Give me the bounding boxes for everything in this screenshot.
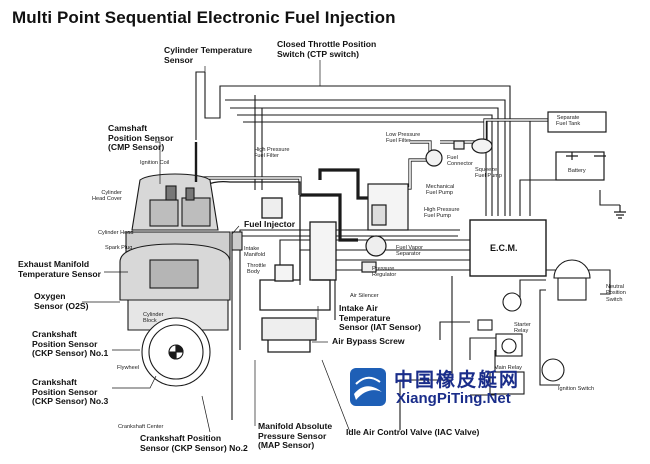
ignition-switch-label: Ignition Switch (558, 386, 595, 392)
starter-relay-label: Starter Relay (514, 322, 531, 335)
fuel-vapor-separator-label: Fuel Vapor Separator (396, 245, 423, 258)
fuel-injector-label: Fuel Injector (244, 219, 296, 229)
ckp-sensor-no1-label: Crankshaft Position Sensor (CKP Sensor) … (32, 329, 109, 359)
flywheel-label: Flywheel (117, 365, 140, 371)
cmp-sensor-label: Camshaft Position Sensor (CMP Sensor) (108, 123, 174, 153)
electrical-components (477, 259, 591, 395)
hp-fuel-filter-label: High Pressure Fuel Filter (254, 147, 290, 160)
ecm-box (469, 219, 547, 277)
cylinder-head-label: Cylinder Head (98, 230, 134, 236)
fuel-components (361, 111, 626, 273)
watermark-text-cn: 中国橡皮艇网 (394, 370, 521, 391)
crankshaft-center-label: Crankshaft Center (118, 424, 164, 430)
ckp-sensor-no2-label: Crankshaft Position Sensor (CKP Sensor) … (140, 433, 248, 453)
mechanical-fuel-pump-label: Mechanical Fuel Pump (426, 184, 455, 197)
fuel-connector-label: Fuel Connector (447, 155, 473, 168)
spark-plug-label: Spark Plug (105, 245, 133, 251)
battery-label: Battery (568, 168, 586, 174)
watermark-text-en: XiangPiTing.Net (396, 390, 511, 407)
lp-fuel-filter-label: Low Pressure Fuel Filter (386, 132, 421, 145)
ecm-label: E.C.M. (490, 243, 518, 253)
engine-assembly (119, 142, 243, 387)
map-sensor-label: Manifold Absolute Pressure Sensor (MAP S… (258, 421, 333, 451)
pressure-regulator-label: Pressure Regulator (372, 266, 397, 279)
ignition-coil-label: Ignition Coil (140, 160, 170, 166)
neutral-position-switch-label: Neutral Position Switch (606, 284, 626, 303)
intake-system (195, 180, 337, 353)
ctp-switch-label: Closed Throttle Position Switch (CTP swi… (277, 39, 377, 59)
iat-sensor-label: Intake Air Temperature Sensor (IAT Senso… (339, 303, 421, 333)
leader-lines (82, 60, 351, 433)
page-title: Multi Point Sequential Electronic Fuel I… (12, 8, 396, 27)
intake-manifold-label: Intake Manifold (244, 246, 266, 259)
separate-fuel-tank-label: Separate Fuel Tank (556, 115, 581, 128)
throttle-body-label: Throttle Body (247, 263, 266, 276)
ckp-sensor-no3-label: Crankshaft Position Sensor (CKP Sensor) … (32, 377, 109, 407)
iac-valve-label: Idle Air Control Valve (IAC Valve) (346, 427, 480, 437)
air-silencer-label: Air Silencer (350, 293, 379, 299)
exhaust-manifold-temperature-sensor-label: Exhaust Manifold Temperature Sensor (18, 259, 101, 279)
cylinder-block-label: Cylinder Block (143, 312, 164, 325)
hp-fuel-pump-label: High Pressure Fuel Pump (424, 207, 460, 220)
air-bypass-screw-label: Air Bypass Screw (332, 336, 405, 346)
watermark-logo (350, 368, 386, 406)
cylinder-temperature-sensor-label: Cylinder Temperature Sensor (164, 45, 253, 65)
oxygen-sensor-label: Oxygen Sensor (O2S) (34, 291, 89, 311)
main-relay-label: Main Relay (494, 365, 522, 371)
squeeze-fuel-pump-label: Squeeze Fuel Pump (475, 167, 503, 180)
cylinder-head-cover-label: Cylinder Head Cover (92, 190, 122, 203)
